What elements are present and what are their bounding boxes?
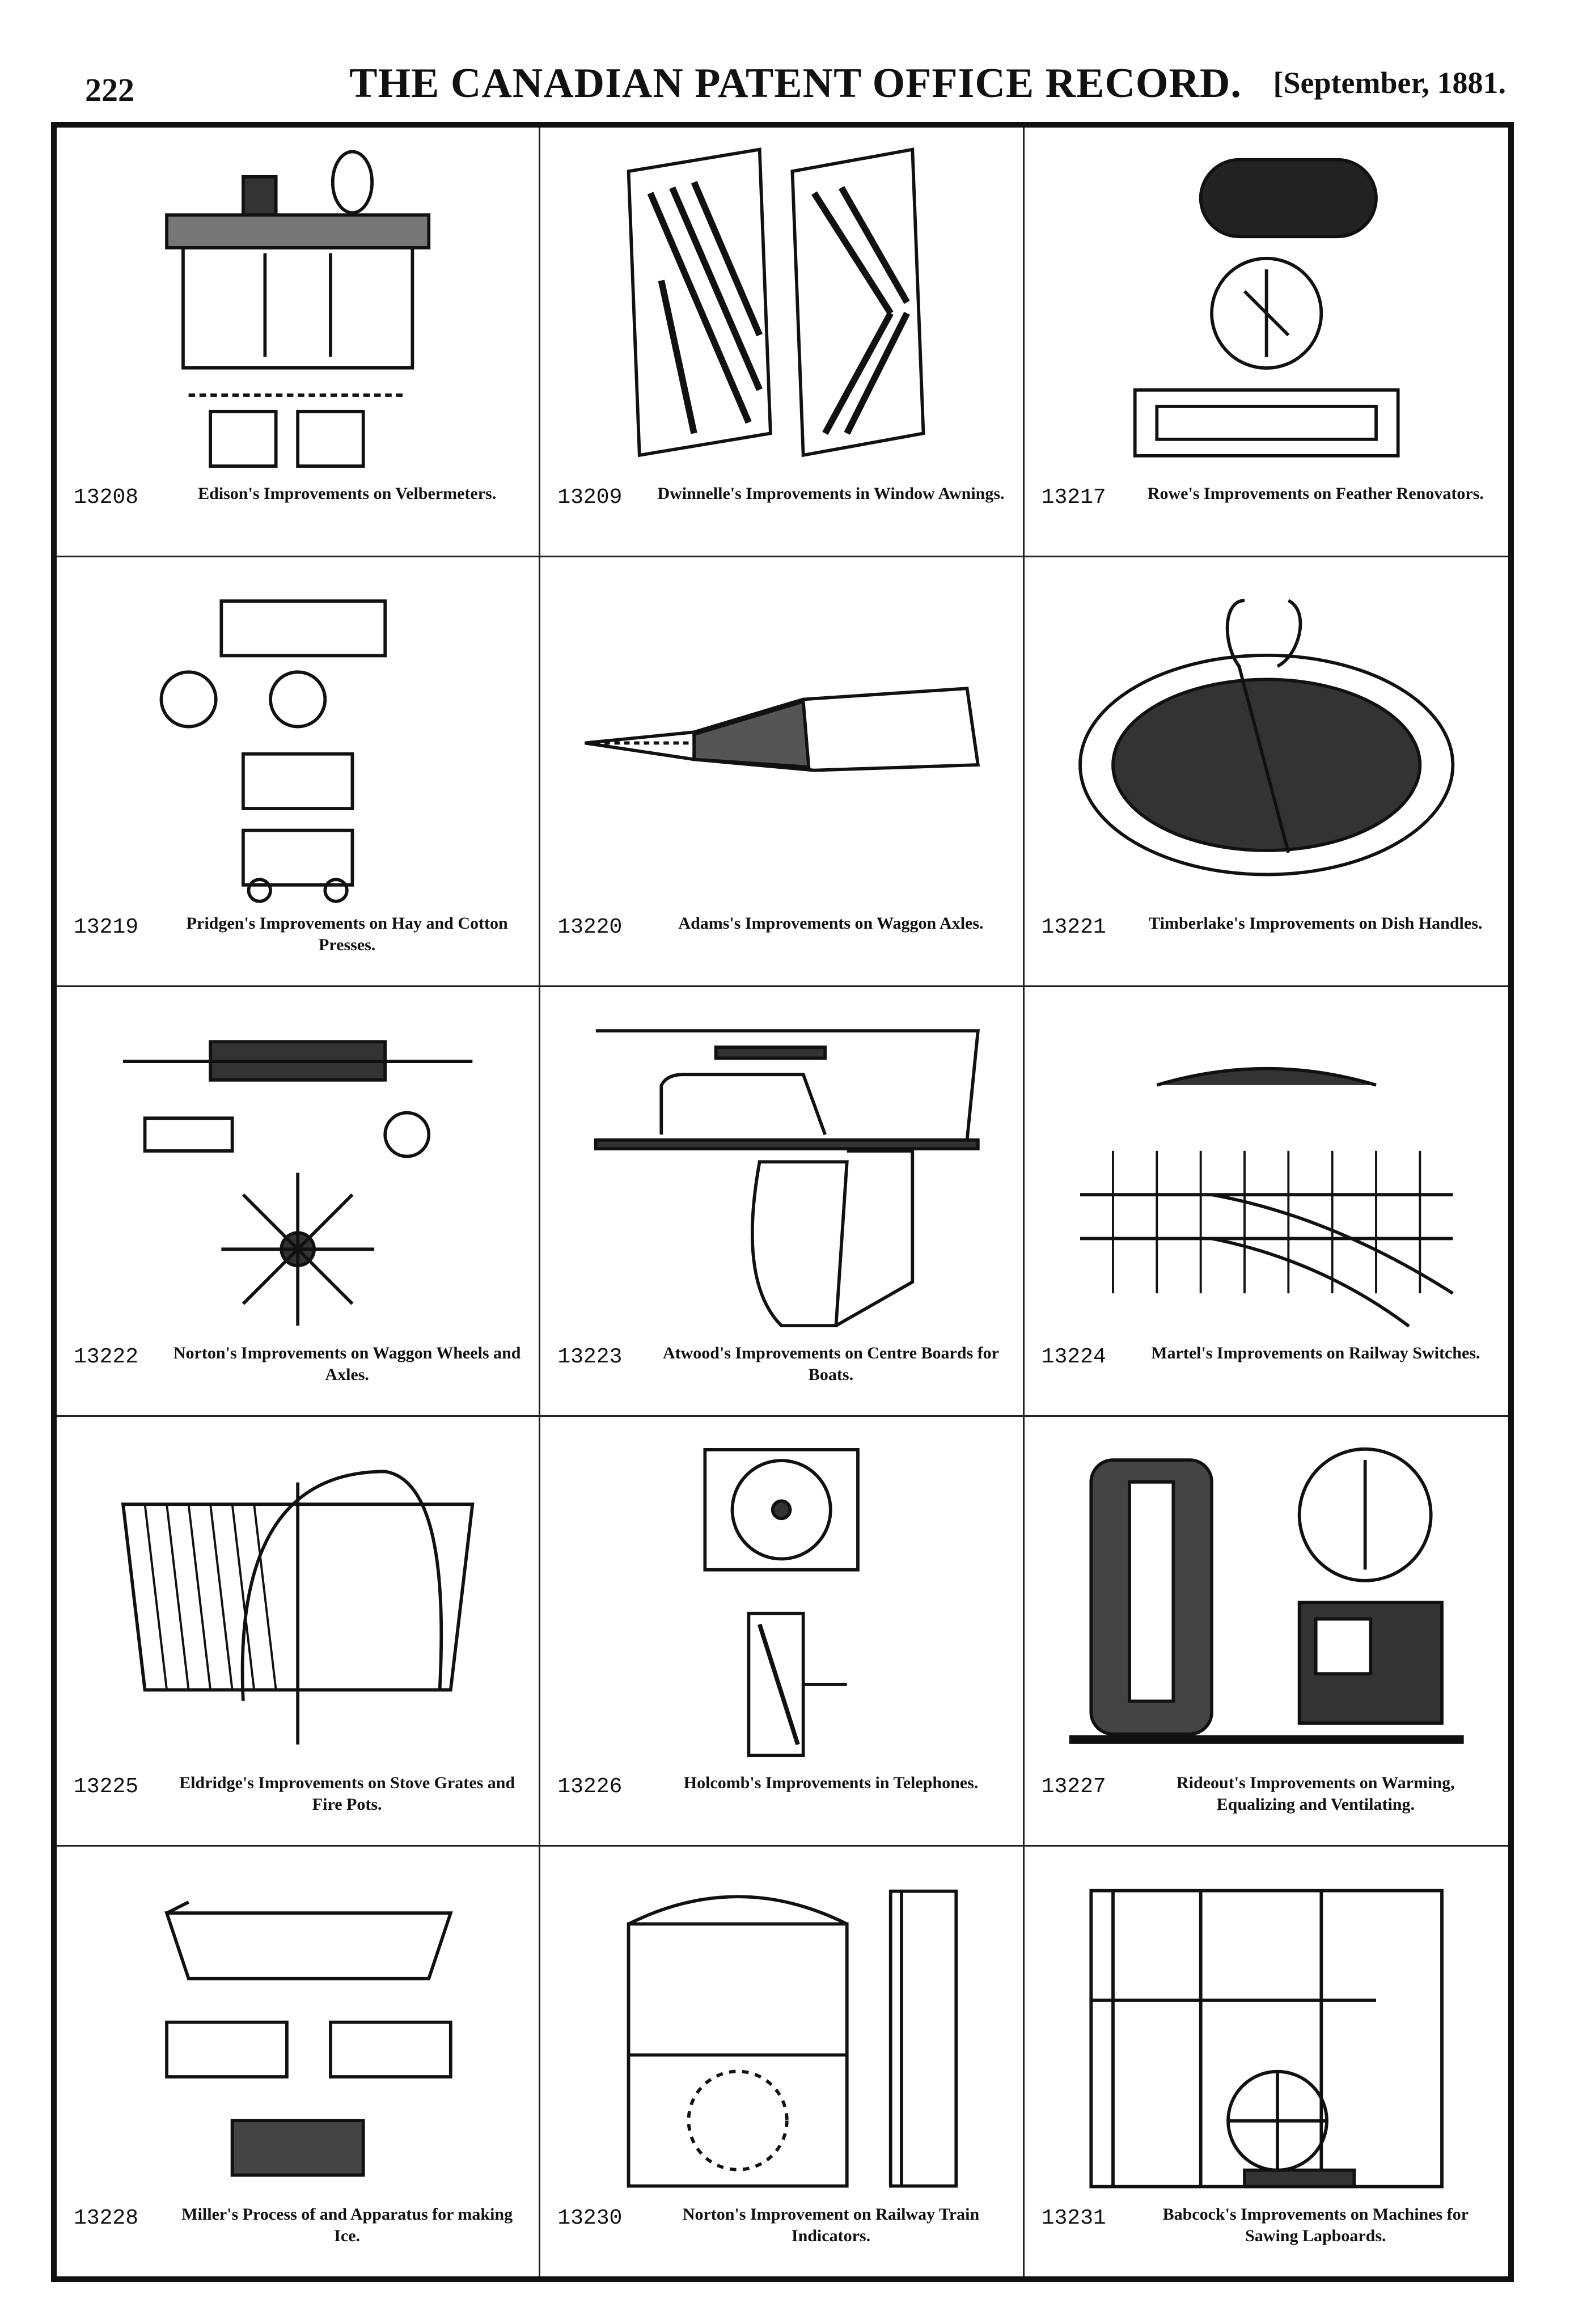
patent-number: 13231	[1041, 2206, 1106, 2230]
patent-number: 13208	[74, 485, 139, 510]
patent-number: 13219	[74, 915, 139, 939]
patent-number: 13228	[74, 2206, 139, 2230]
patent-title: Rowe's Improvements on Feather Renovator…	[1147, 484, 1484, 503]
patent-title: Timberlake's Improvements on Dish Handle…	[1149, 914, 1483, 933]
patent-caption: 13217 Rowe's Improvements on Feather Ren…	[1042, 483, 1491, 540]
patent-drawing	[1047, 1864, 1486, 2203]
patent-caption: 13231 Babcock's Improvements on Machines…	[1042, 2204, 1491, 2260]
patent-title: Pridgen's Improvements on Hay and Cotton…	[186, 914, 508, 954]
patent-title: Norton's Improvement on Railway Train In…	[682, 2205, 980, 2245]
patent-caption: 13225 Eldridge's Improvements on Stove G…	[74, 1772, 522, 1829]
publication-title: THE CANADIAN PATENT OFFICE RECORD.	[349, 60, 1242, 107]
patent-caption: 13208 Edison's Improvements on Velbermet…	[74, 483, 522, 540]
patent-title: Adams's Improvements on Waggon Axles.	[678, 914, 984, 933]
patent-drawing	[79, 1004, 516, 1341]
patent-caption: 13226 Holcomb's Improvements in Telephon…	[557, 1772, 1005, 1829]
patent-title: Edison's Improvements on Velbermeters.	[198, 484, 497, 503]
patent-number: 13224	[1041, 1345, 1106, 1369]
patent-cell: 13230 Norton's Improvement on Railway Tr…	[540, 1847, 1025, 2276]
patent-cell: 13224 Martel's Improvements on Railway S…	[1024, 987, 1508, 1417]
patent-number: 13220	[557, 915, 623, 939]
patent-drawing	[79, 1864, 516, 2203]
patent-title: Rideout's Improvements on Warming, Equal…	[1177, 1773, 1455, 1814]
patent-drawing	[563, 1004, 1000, 1341]
patent-cell: 13219 Pridgen's Improvements on Hay and …	[57, 557, 541, 987]
patent-caption: 13209 Dwinnelle's Improvements in Window…	[557, 483, 1005, 540]
patent-caption: 13222 Norton's Improvements on Waggon Wh…	[74, 1343, 522, 1399]
patent-drawing	[563, 1434, 1000, 1771]
patent-cell: 13227 Rideout's Improvements on Warming,…	[1024, 1417, 1508, 1847]
patent-caption: 13230 Norton's Improvement on Railway Tr…	[557, 2204, 1005, 2260]
patent-grid: 13208 Edison's Improvements on Velbermet…	[57, 128, 1508, 2276]
patent-drawing	[79, 145, 516, 482]
patent-drawing	[79, 1434, 516, 1771]
patent-caption: 13221 Timberlake's Improvements on Dish …	[1042, 913, 1491, 970]
patent-cell: 13220 Adams's Improvements on Waggon Axl…	[540, 557, 1025, 987]
patent-title: Eldridge's Improvements on Stove Grates …	[179, 1773, 515, 1814]
patent-caption: 13223 Atwood's Improvements on Centre Bo…	[557, 1343, 1005, 1399]
patent-title: Babcock's Improvements on Machines for S…	[1162, 2205, 1469, 2245]
patent-title: Martel's Improvements on Railway Switche…	[1151, 1344, 1480, 1362]
patent-number: 13217	[1041, 485, 1106, 510]
patent-cell: 13208 Edison's Improvements on Velbermet…	[57, 128, 541, 557]
patent-cell: 13217 Rowe's Improvements on Feather Ren…	[1024, 128, 1508, 557]
patent-cell: 13225 Eldridge's Improvements on Stove G…	[57, 1417, 541, 1847]
patent-cell: 13226 Holcomb's Improvements in Telephon…	[540, 1417, 1025, 1847]
page-header: 222 THE CANADIAN PATENT OFFICE RECORD. […	[0, 0, 1591, 119]
patent-drawing	[563, 145, 1000, 482]
patent-number: 13226	[557, 1775, 623, 1799]
patent-cell: 13209 Dwinnelle's Improvements in Window…	[540, 128, 1025, 557]
patent-drawing	[1047, 1434, 1486, 1771]
patent-number: 13221	[1041, 915, 1106, 939]
patent-caption: 13228 Miller's Process of and Apparatus …	[74, 2204, 522, 2260]
patent-caption: 13224 Martel's Improvements on Railway S…	[1042, 1343, 1491, 1399]
patent-caption: 13227 Rideout's Improvements on Warming,…	[1042, 1772, 1491, 1829]
patent-cell: 13231 Babcock's Improvements on Machines…	[1025, 1847, 1508, 2276]
patent-cell: 13222 Norton's Improvements on Waggon Wh…	[57, 987, 541, 1417]
patent-number: 13227	[1041, 1775, 1106, 1799]
patent-title: Atwood's Improvements on Centre Boards f…	[662, 1344, 999, 1384]
patent-drawing	[1047, 574, 1486, 912]
patent-title: Holcomb's Improvements in Telephones.	[683, 1773, 979, 1792]
patent-title: Norton's Improvements on Waggon Wheels a…	[173, 1344, 521, 1384]
issue-date: [September, 1881.	[1273, 66, 1506, 100]
patent-drawing	[1047, 145, 1486, 482]
patent-number: 13223	[557, 1345, 623, 1369]
patent-drawing	[563, 574, 1000, 912]
patent-number: 13222	[74, 1345, 139, 1369]
patent-figure-frame: 13208 Edison's Improvements on Velbermet…	[51, 122, 1514, 2282]
patent-number: 13230	[557, 2206, 623, 2230]
patent-cell: 13228 Miller's Process of and Apparatus …	[57, 1847, 541, 2276]
patent-drawing	[563, 1864, 1000, 2203]
patent-drawing	[1047, 1004, 1486, 1341]
patent-cell: 13223 Atwood's Improvements on Centre Bo…	[540, 987, 1025, 1417]
patent-caption: 13220 Adams's Improvements on Waggon Axl…	[557, 913, 1005, 970]
patent-title: Dwinnelle's Improvements in Window Awnin…	[657, 484, 1005, 503]
page-number: 222	[85, 71, 134, 108]
patent-number: 13209	[557, 485, 623, 510]
patent-drawing	[79, 574, 516, 912]
patent-number: 13225	[74, 1775, 139, 1799]
patent-cell: 13221 Timberlake's Improvements on Dish …	[1024, 557, 1508, 987]
patent-title: Miller's Process of and Apparatus for ma…	[181, 2205, 513, 2245]
patent-caption: 13219 Pridgen's Improvements on Hay and …	[74, 913, 522, 970]
